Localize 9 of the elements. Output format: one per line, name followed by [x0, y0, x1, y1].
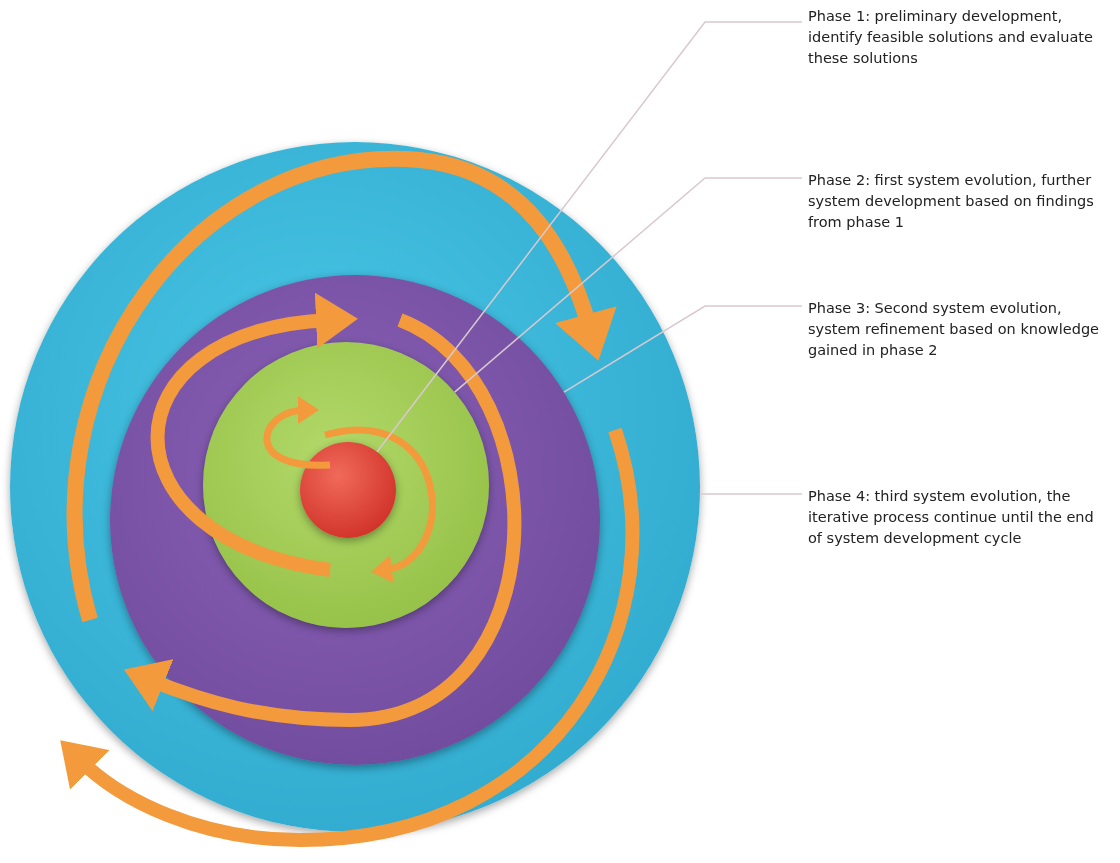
- phase-description: Phase 4: third system evolution, the iterative process continue until the end of system development cycle: [808, 486, 1108, 549]
- phase-description: Phase 3: Second system evolution, system refinement based on knowledge gained in phase 2: [808, 298, 1108, 361]
- phase-description: Phase 1: preliminary development, identify feasible solutions and evaluate these solutions: [808, 6, 1108, 69]
- circle: [300, 442, 396, 538]
- leader-line: [563, 305, 803, 393]
- leader-line: [376, 21, 803, 453]
- leader-line: [699, 493, 803, 495]
- leader-line: [453, 177, 803, 393]
- phase-description: Phase 2: first system evolution, further system development based on findings from phase 1: [808, 170, 1108, 233]
